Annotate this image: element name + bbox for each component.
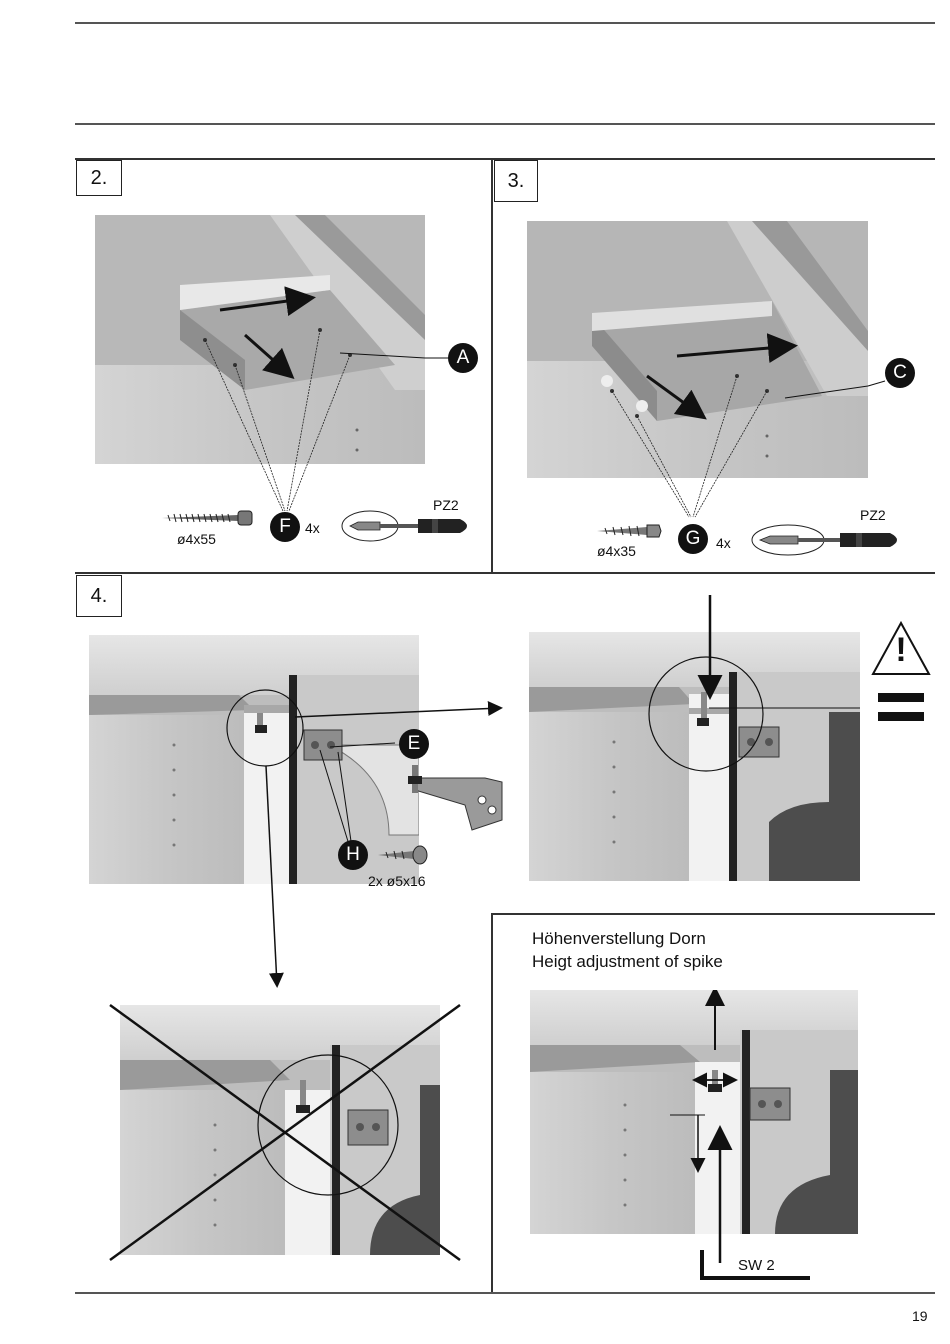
screw-icon <box>378 845 430 865</box>
step-3-quantity: 4x <box>716 535 731 551</box>
wrench-size-label: SW 2 <box>738 1257 775 1274</box>
step-2-screw-size: ø4x55 <box>177 531 216 547</box>
step-4-callout-e: E <box>399 729 429 759</box>
step-4-screw-label: 2x ø5x16 <box>368 873 426 889</box>
step-3-bit-label: PZ2 <box>860 507 886 523</box>
top-rule <box>75 22 935 24</box>
screw-icon <box>162 509 254 527</box>
panel-row2-rule <box>75 572 935 574</box>
adjust-up-arrow <box>705 1125 735 1265</box>
step-3-number: 3. <box>494 160 538 202</box>
height-note-de: Höhenverstellung Dorn <box>532 928 706 950</box>
height-note-en: Heigt adjustment of spike <box>532 951 723 973</box>
header-rule <box>75 123 935 125</box>
step-4-number: 4. <box>76 575 122 617</box>
panel-row3-rule <box>491 913 935 915</box>
step-2-callout-a: A <box>448 343 478 373</box>
step-2-leader-lines <box>95 215 495 535</box>
wrong-cross-icon <box>105 1000 465 1265</box>
step-3-part-g: G <box>678 524 708 554</box>
step-4-callout-h: H <box>338 840 368 870</box>
screw-icon <box>597 522 663 540</box>
screwdriver-icon <box>750 522 905 558</box>
step-2-quantity: 4x <box>305 520 320 536</box>
page-number: 19 <box>912 1308 928 1324</box>
step-4-photo-adjust <box>530 990 858 1234</box>
screwdriver-icon <box>340 508 475 544</box>
step-3-leader-lines <box>527 221 907 541</box>
step-3-callout-c: C <box>885 358 915 388</box>
warning-symbol: ! <box>870 628 932 672</box>
step-2-number: 2. <box>76 160 122 196</box>
equals-symbol: = <box>878 693 924 721</box>
step-3-screw-size: ø4x35 <box>597 543 636 559</box>
step-2-bit-label: PZ2 <box>433 497 459 513</box>
step-2-part-f: F <box>270 512 300 542</box>
step-4-down-arrow <box>695 595 725 700</box>
